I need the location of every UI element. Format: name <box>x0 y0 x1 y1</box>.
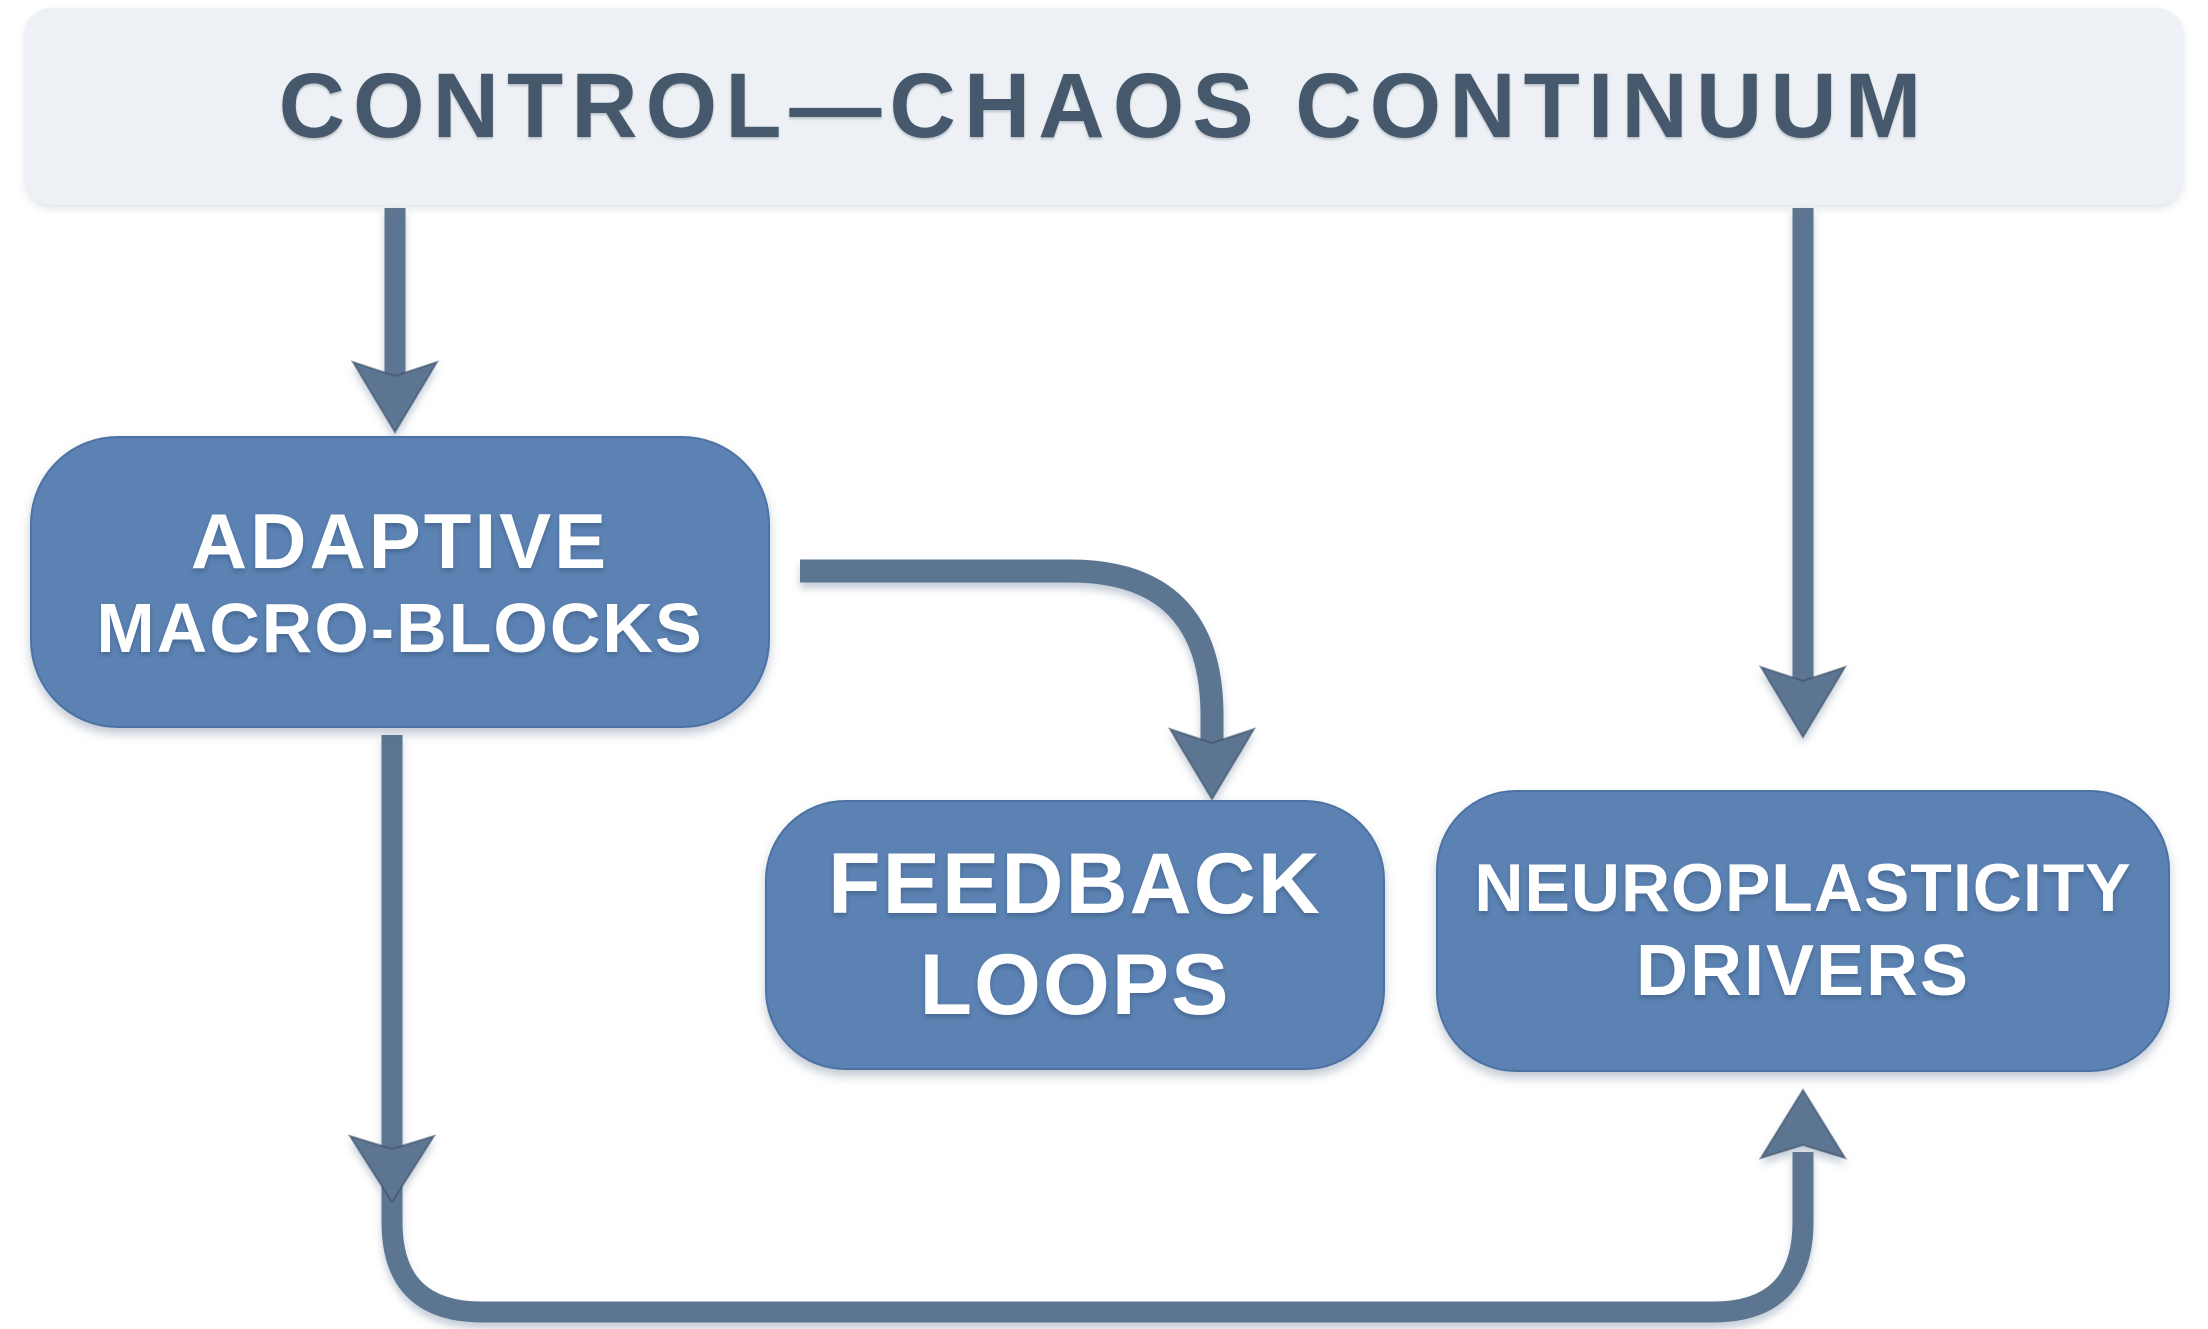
arrowhead-down-feedback-icon <box>1167 727 1257 801</box>
node-adaptive-label-line1: ADAPTIVE <box>190 496 610 585</box>
node-neuro-label-line1: NEUROPLASTICITY <box>1474 850 2132 927</box>
node-neuroplasticity-drivers: NEUROPLASTICITY DRIVERS <box>1436 790 2170 1072</box>
node-adaptive-macro-blocks: ADAPTIVE MACRO-BLOCKS <box>30 436 770 728</box>
node-feedback-label-line2: LOOPS <box>919 937 1231 1033</box>
connector-adaptive-to-feedback <box>800 559 1224 745</box>
arrowhead-down-neuro-icon <box>1758 665 1848 739</box>
arrowhead-down-adaptive-icon <box>350 360 440 434</box>
connector-adaptive-to-neuro-loop <box>381 735 1814 1323</box>
node-feedback-loops: FEEDBACK LOOPS <box>765 800 1385 1070</box>
arrowhead-up-neuro-icon <box>1758 1088 1848 1160</box>
node-adaptive-label-line2: MACRO-BLOCKS <box>96 588 704 667</box>
node-neuro-label-line2: DRIVERS <box>1635 930 1971 1011</box>
page-title: CONTROL—CHAOS CONTINUUM <box>278 55 1930 157</box>
node-feedback-label-line1: FEEDBACK <box>828 835 1322 932</box>
node-header: CONTROL—CHAOS CONTINUUM <box>25 8 2183 205</box>
arrowhead-mid-down-loop-icon <box>347 1134 437 1204</box>
